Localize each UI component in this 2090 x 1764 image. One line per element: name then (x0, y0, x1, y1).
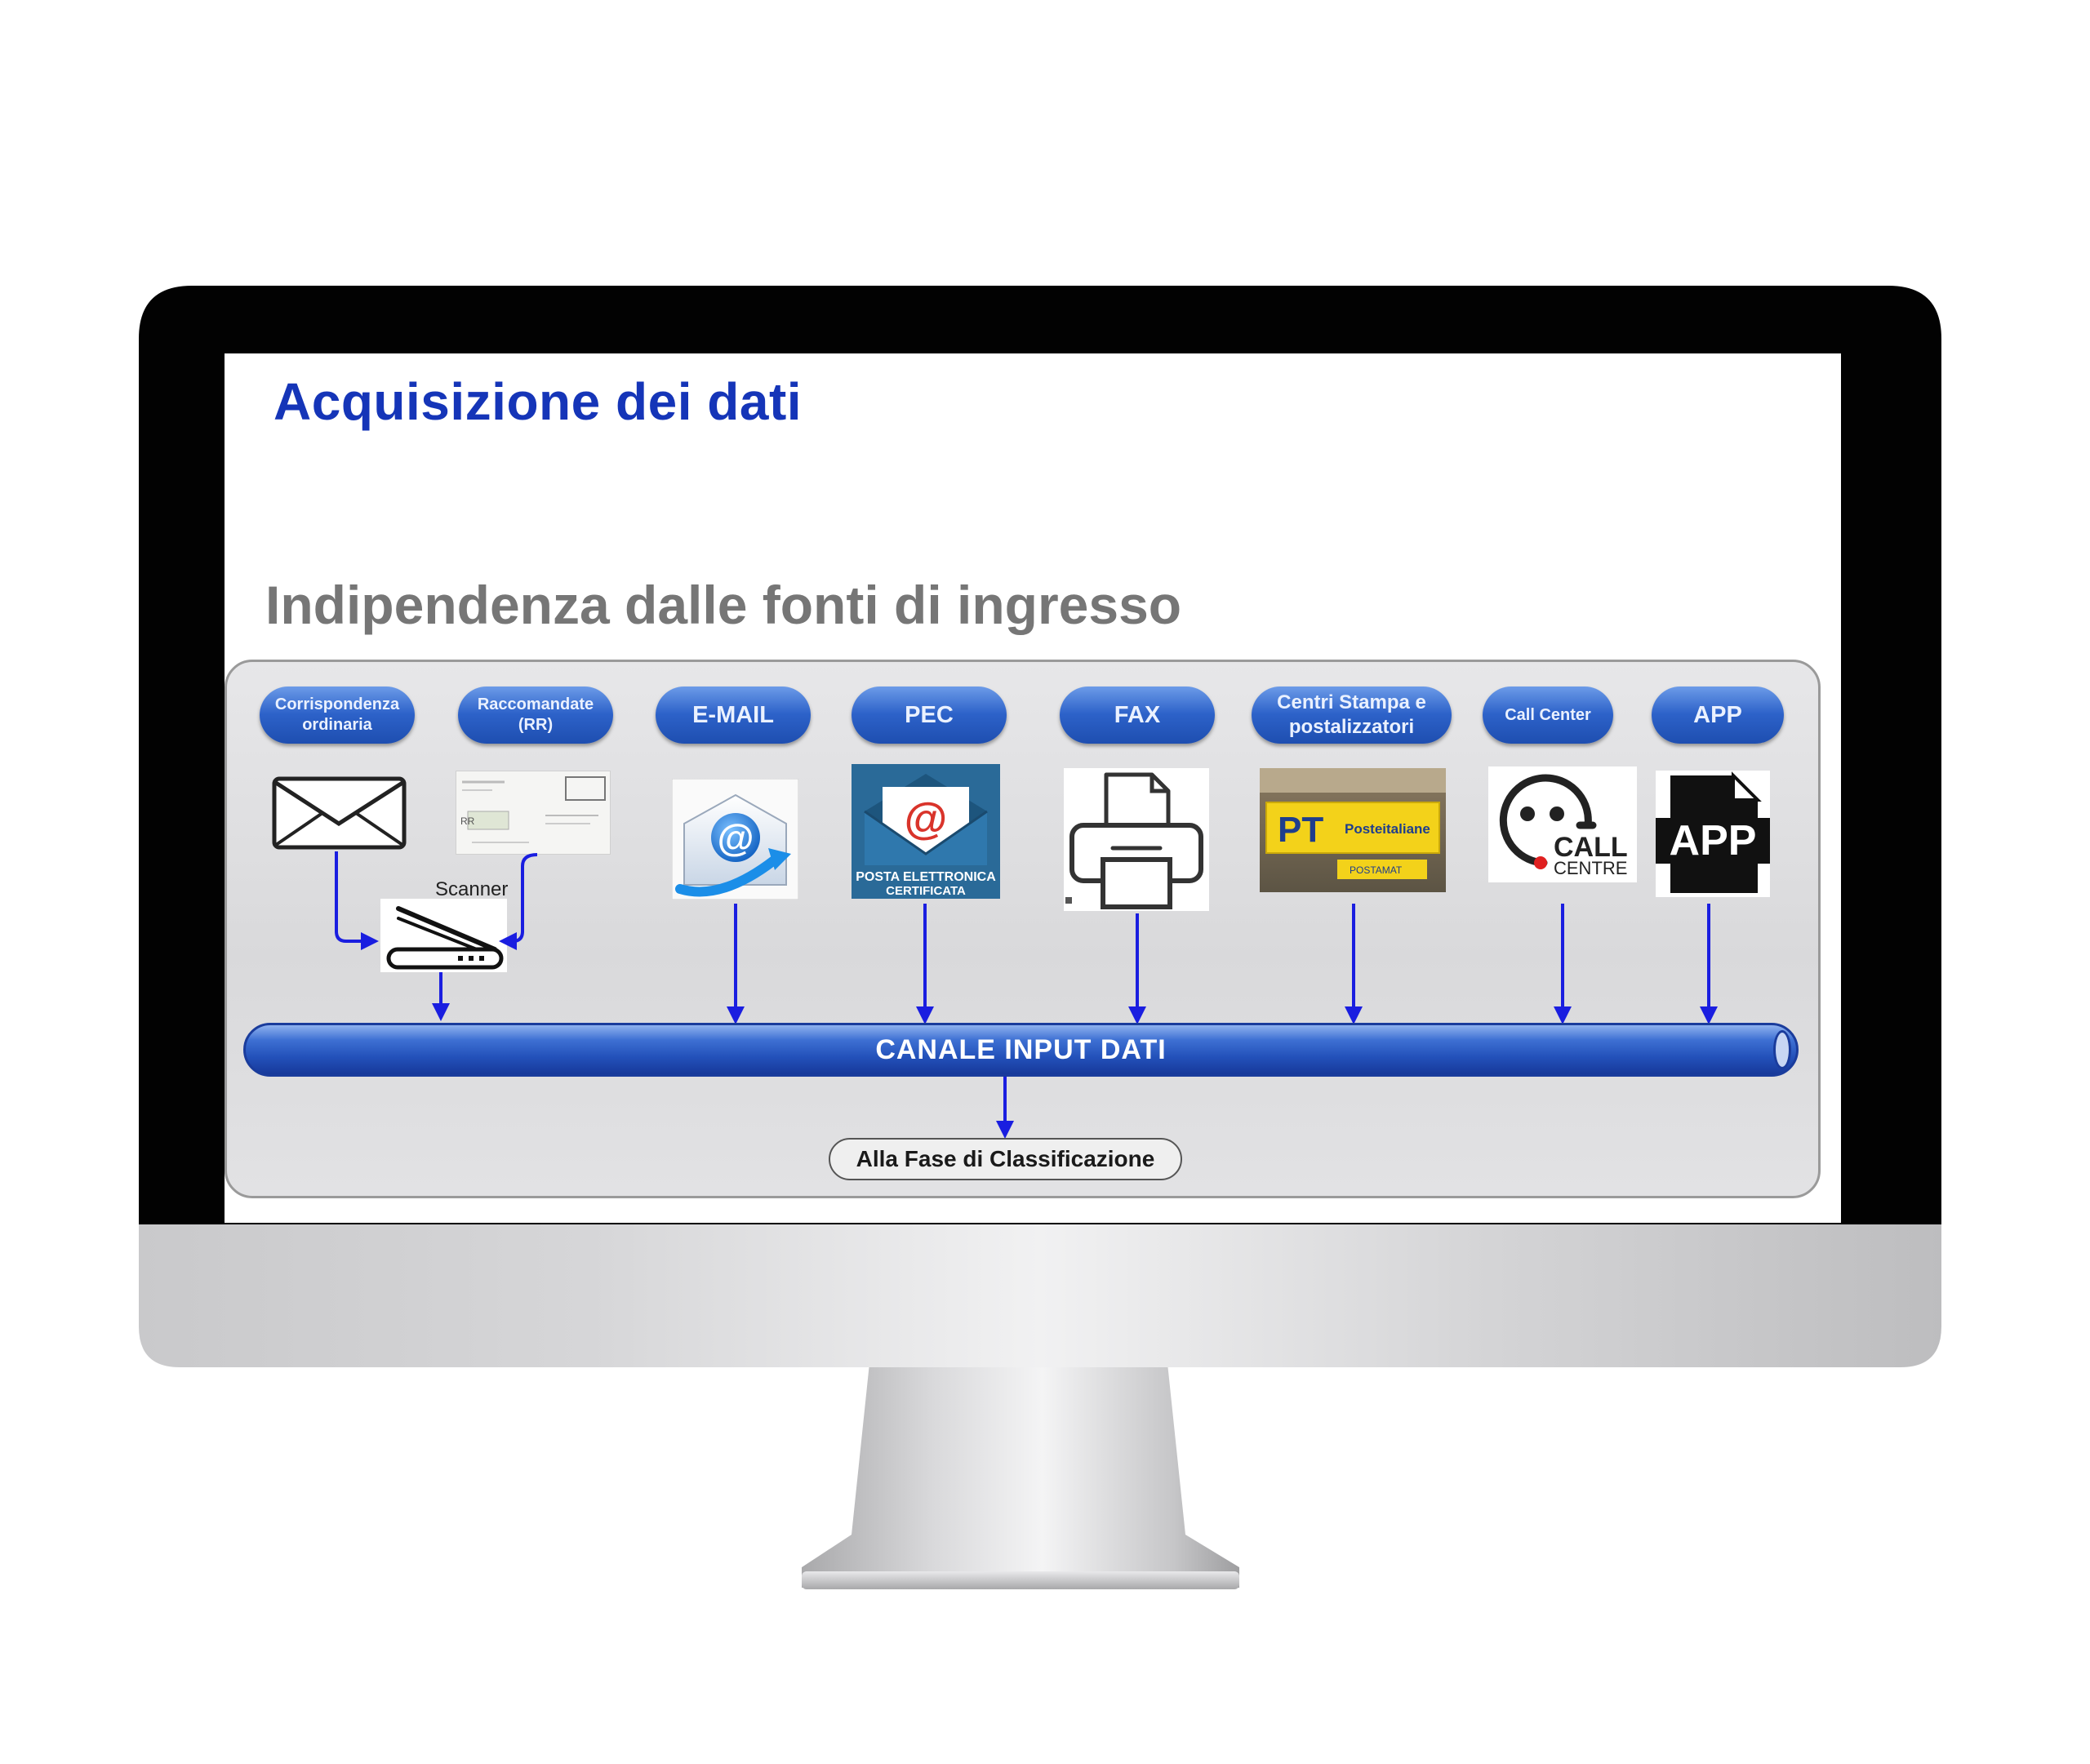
svg-text:APP: APP (1670, 817, 1757, 864)
svg-text:CALL: CALL (1554, 832, 1628, 863)
pipe-end-cap (1773, 1030, 1791, 1069)
monitor-stand-base (802, 1571, 1239, 1589)
call-centre-icon: CALL CENTRE (1488, 766, 1637, 882)
classification-phase-box: Alla Fase di Classificazione (829, 1138, 1182, 1180)
app-file-icon: APP (1656, 771, 1770, 897)
svg-text:POSTA ELETTRONICA: POSTA ELETTRONICA (856, 870, 996, 884)
source-pill-call-center: Call Center (1483, 686, 1613, 744)
slide-subtitle: Indipendenza dalle fonti di ingresso (265, 575, 1182, 635)
source-pill-app: APP (1652, 686, 1784, 744)
source-pill-pec: PEC (852, 686, 1007, 744)
pec-envelope-icon: @ POSTA ELETTRONICA CERTIFICATA (852, 764, 1000, 899)
monitor-stand (802, 1363, 1239, 1588)
svg-text:RR: RR (460, 815, 475, 827)
fax-machine-icon (1064, 768, 1209, 911)
svg-text:@: @ (718, 816, 754, 859)
scanner-label: Scanner (435, 878, 509, 900)
source-pill-raccomandate: Raccomandate (RR) (458, 686, 613, 744)
svg-text:PT: PT (1278, 810, 1323, 850)
input-channel-pipe: CANALE INPUT DATI (243, 1023, 1799, 1077)
screen: Acquisizione dei dati Indipendenza dalle… (225, 353, 1841, 1223)
source-pill-centri-stampa: Centri Stampa e postalizzatori (1252, 686, 1452, 744)
envelope-icon (272, 776, 407, 850)
source-pill-email: E-MAIL (656, 686, 811, 744)
scanner-icon (380, 899, 507, 972)
poste-italiane-icon: PT Posteitaliane POSTAMAT (1260, 768, 1446, 892)
svg-text:@: @ (905, 794, 948, 843)
flow-arrows (335, 851, 1718, 1139)
registered-mail-icon: RR (456, 771, 611, 855)
source-pill-fax: FAX (1060, 686, 1215, 744)
slide-title: Acquisizione dei dati (273, 372, 803, 431)
input-sources-diagram: Corrispondenza ordinaria Raccomandate (R… (225, 660, 1821, 1198)
source-pill-corrispondenza: Corrispondenza ordinaria (260, 686, 415, 744)
svg-text:CERTIFICATA: CERTIFICATA (886, 884, 966, 898)
svg-text:Posteitaliane: Posteitaliane (1345, 821, 1430, 837)
svg-text:POSTAMAT: POSTAMAT (1350, 864, 1403, 876)
input-channel-label: CANALE INPUT DATI (875, 1033, 1167, 1065)
svg-text:CENTRE: CENTRE (1554, 858, 1627, 878)
monitor-chin (139, 1224, 1941, 1367)
email-at-icon: @ (672, 779, 798, 900)
